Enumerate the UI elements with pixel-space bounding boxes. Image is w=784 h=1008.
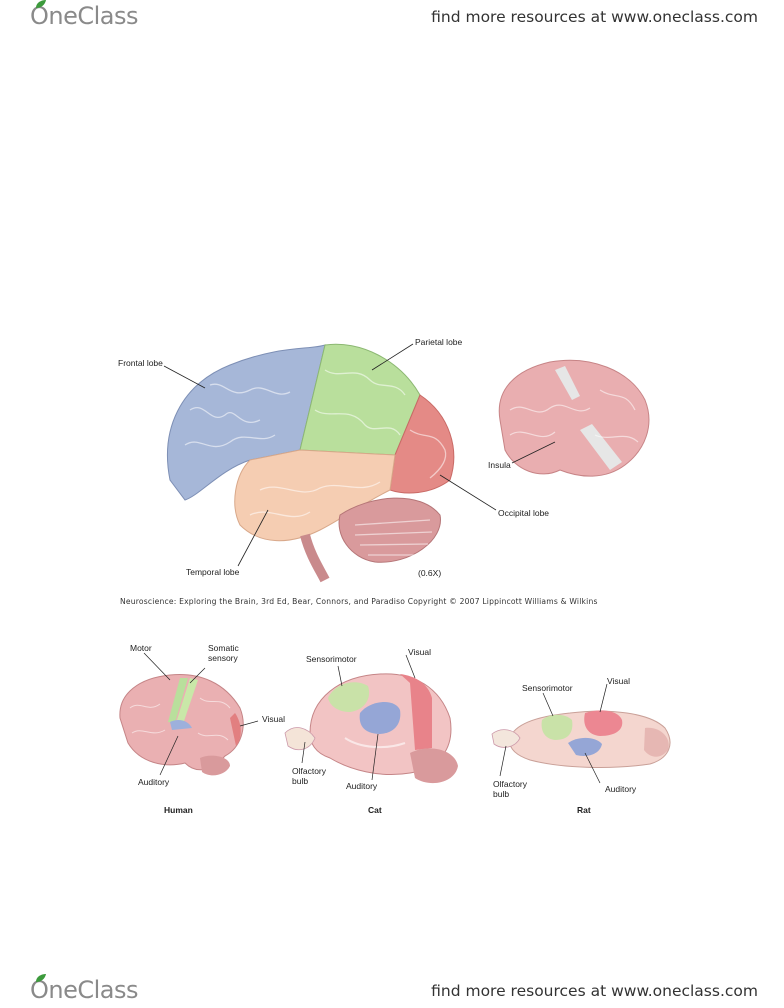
page-header: OneClass find more resources at www.onec…: [0, 0, 784, 34]
insula-brain-drawing: [498, 359, 650, 477]
label-cat-auditory: Auditory: [346, 781, 378, 791]
caption-cat: Cat: [368, 805, 382, 815]
label-magnification: (0.6X): [418, 568, 442, 578]
leader-lines: [163, 343, 556, 567]
rat-brain-drawing: [491, 710, 671, 768]
label-rat-bulb: bulb: [493, 789, 510, 799]
bottom-leader-lines: [143, 652, 608, 784]
label-frontal-lobe: Frontal lobe: [118, 358, 163, 368]
label-rat-sensorimotor: Sensorimotor: [522, 683, 573, 693]
caption-rat: Rat: [577, 805, 591, 815]
label-rat-auditory: Auditory: [605, 784, 637, 794]
label-cat-olfactory: Olfactory: [292, 766, 327, 776]
label-human-visual: Visual: [262, 714, 285, 724]
oneclass-logo-footer[interactable]: OneClass: [30, 974, 139, 1004]
label-cat-visual: Visual: [408, 647, 431, 657]
label-temporal-lobe: Temporal lobe: [186, 567, 240, 577]
label-rat-olfactory: Olfactory: [493, 779, 528, 789]
label-parietal-lobe: Parietal lobe: [415, 337, 463, 347]
human-brain-drawing: [119, 674, 244, 776]
species-comparison-figure: Motor Somatic sensory Visual Auditory Hu…: [110, 638, 680, 828]
label-human-auditory: Auditory: [138, 777, 170, 787]
oneclass-logo[interactable]: OneClass: [30, 0, 139, 30]
leaf-icon: [36, 0, 46, 8]
page-footer: OneClass find more resources at www.onec…: [0, 974, 784, 1008]
figure-credit: Neuroscience: Exploring the Brain, 3rd E…: [120, 597, 598, 606]
label-occipital-lobe: Occipital lobe: [498, 508, 550, 518]
label-human-motor: Motor: [130, 643, 152, 653]
brain-lobes-illustration: [163, 343, 650, 583]
logo-text: OneClass: [30, 2, 139, 30]
logo-text: OneClass: [30, 976, 139, 1004]
label-human-sensory: sensory: [208, 653, 238, 663]
lateral-brain-drawing: [167, 343, 455, 583]
label-human-somatic: Somatic: [208, 643, 239, 653]
cat-brain-drawing: [284, 673, 458, 784]
label-insula: Insula: [488, 460, 511, 470]
footer-tagline[interactable]: find more resources at www.oneclass.com: [431, 982, 758, 1000]
caption-human: Human: [164, 805, 193, 815]
brain-lobes-figure: Frontal lobe Parietal lobe Occipital lob…: [110, 330, 680, 590]
label-cat-bulb: bulb: [292, 776, 309, 786]
header-tagline[interactable]: find more resources at www.oneclass.com: [431, 8, 758, 26]
label-rat-visual: Visual: [607, 676, 630, 686]
species-brains-illustration: [119, 652, 671, 784]
label-cat-sensorimotor: Sensorimotor: [306, 654, 357, 664]
leaf-icon: [36, 974, 46, 982]
